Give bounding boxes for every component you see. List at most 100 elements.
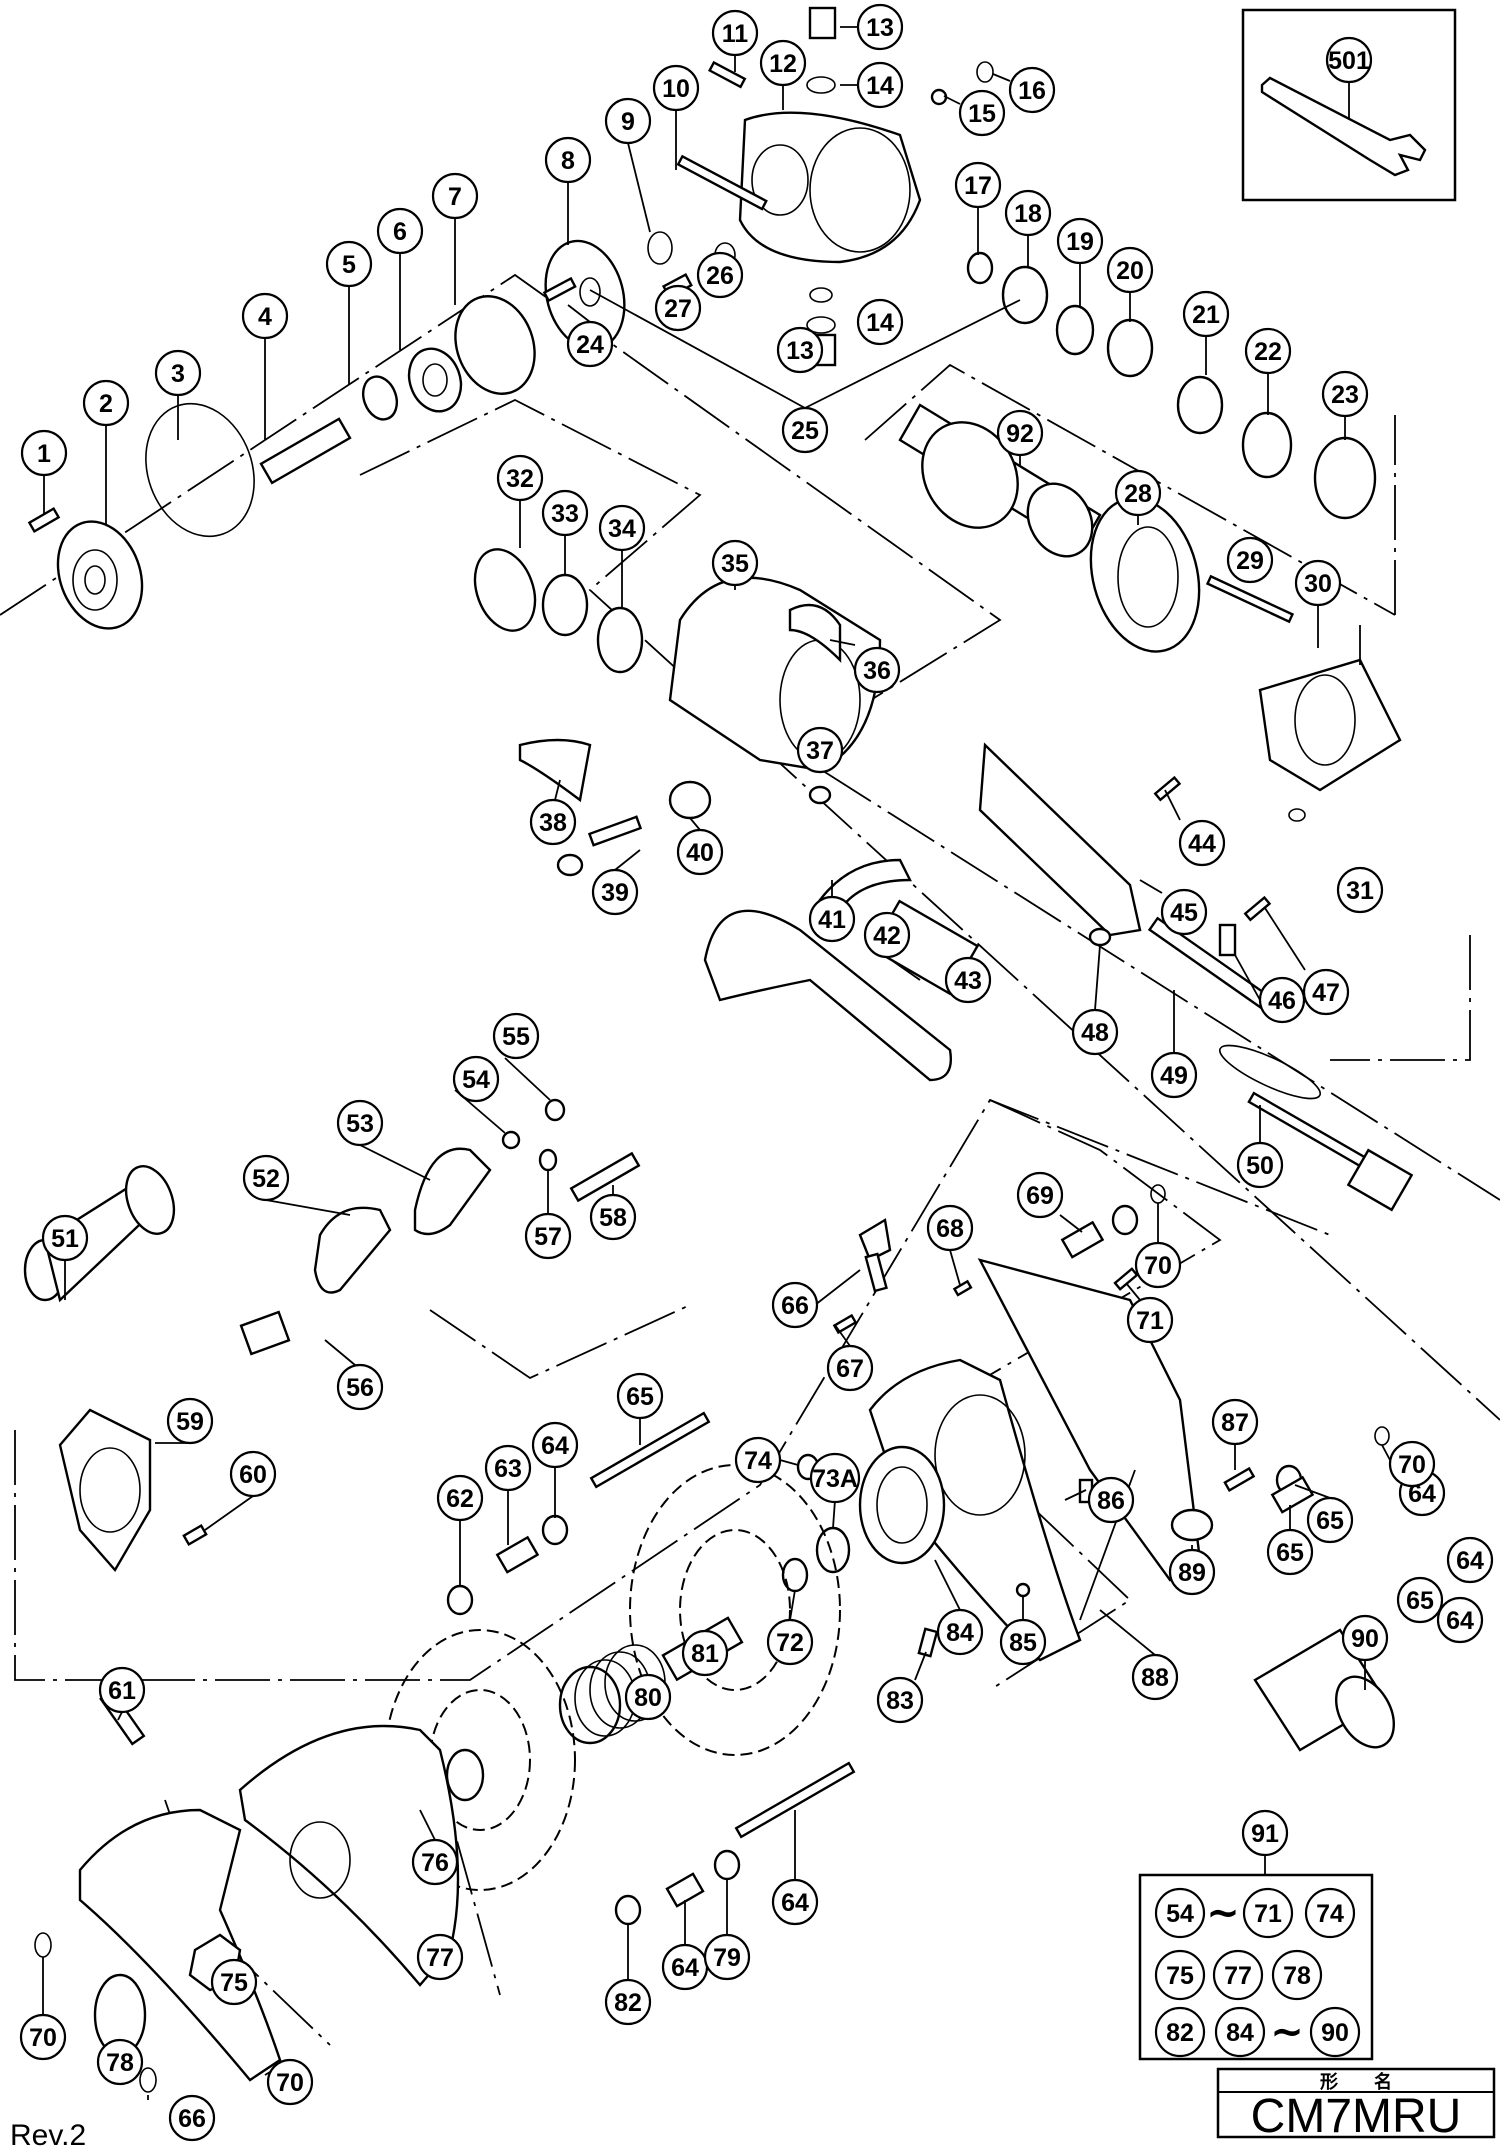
- callout-9[interactable]: 9: [604, 97, 652, 145]
- callout-65[interactable]: 65: [1266, 1528, 1314, 1576]
- callout-1[interactable]: 1: [20, 429, 68, 477]
- set-item[interactable]: 54: [1154, 1887, 1206, 1939]
- callout-23[interactable]: 23: [1321, 370, 1369, 418]
- callout-51[interactable]: 51: [41, 1214, 89, 1262]
- callout-44[interactable]: 44: [1178, 819, 1226, 867]
- callout-52[interactable]: 52: [242, 1154, 290, 1202]
- callout-42[interactable]: 42: [863, 911, 911, 959]
- callout-4[interactable]: 4: [241, 292, 289, 340]
- callout-2[interactable]: 2: [82, 379, 130, 427]
- callout-82[interactable]: 82: [604, 1978, 652, 2026]
- callout-91[interactable]: 91: [1241, 1809, 1289, 1857]
- callout-59[interactable]: 59: [166, 1397, 214, 1445]
- callout-80[interactable]: 80: [624, 1673, 672, 1721]
- callout-38[interactable]: 38: [529, 798, 577, 846]
- callout-56[interactable]: 56: [336, 1363, 384, 1411]
- callout-64[interactable]: 64: [771, 1878, 819, 1926]
- set-item[interactable]: 84: [1214, 2006, 1266, 2058]
- callout-14[interactable]: 14: [856, 61, 904, 109]
- callout-89[interactable]: 89: [1168, 1548, 1216, 1596]
- callout-74[interactable]: 74: [734, 1436, 782, 1484]
- callout-24[interactable]: 24: [566, 320, 614, 368]
- callout-10[interactable]: 10: [652, 64, 700, 112]
- callout-27[interactable]: 27: [654, 284, 702, 332]
- callout-14[interactable]: 14: [856, 298, 904, 346]
- callout-65[interactable]: 65: [1306, 1496, 1354, 1544]
- callout-54[interactable]: 54: [452, 1055, 500, 1103]
- callout-8[interactable]: 8: [544, 136, 592, 184]
- callout-33[interactable]: 33: [541, 489, 589, 537]
- callout-26[interactable]: 26: [696, 251, 744, 299]
- callout-39[interactable]: 39: [591, 868, 639, 916]
- callout-30[interactable]: 30: [1294, 559, 1342, 607]
- callout-81[interactable]: 81: [681, 1629, 729, 1677]
- callout-78[interactable]: 78: [96, 2038, 144, 2086]
- callout-70[interactable]: 70: [266, 2058, 314, 2106]
- callout-64[interactable]: 64: [1446, 1536, 1494, 1584]
- callout-43[interactable]: 43: [944, 956, 992, 1004]
- set-item[interactable]: 82: [1154, 2006, 1206, 2058]
- callout-62[interactable]: 62: [436, 1474, 484, 1522]
- callout-15[interactable]: 15: [958, 89, 1006, 137]
- callout-85[interactable]: 85: [999, 1618, 1047, 1666]
- callout-55[interactable]: 55: [492, 1012, 540, 1060]
- callout-58[interactable]: 58: [589, 1193, 637, 1241]
- callout-18[interactable]: 18: [1004, 189, 1052, 237]
- callout-13[interactable]: 13: [776, 326, 824, 374]
- callout-86[interactable]: 86: [1087, 1476, 1135, 1524]
- callout-76[interactable]: 76: [411, 1838, 459, 1886]
- callout-45[interactable]: 45: [1160, 888, 1208, 936]
- callout-90[interactable]: 90: [1341, 1614, 1389, 1662]
- callout-53[interactable]: 53: [336, 1099, 384, 1147]
- callout-65[interactable]: 65: [616, 1372, 664, 1420]
- callout-92[interactable]: 92: [996, 409, 1044, 457]
- callout-12[interactable]: 12: [759, 39, 807, 87]
- callout-31[interactable]: 31: [1336, 866, 1384, 914]
- callout-46[interactable]: 46: [1258, 976, 1306, 1024]
- callout-66[interactable]: 66: [771, 1281, 819, 1329]
- callout-77[interactable]: 77: [416, 1933, 464, 1981]
- callout-34[interactable]: 34: [598, 504, 646, 552]
- callout-87[interactable]: 87: [1211, 1398, 1259, 1446]
- callout-69[interactable]: 69: [1016, 1171, 1064, 1219]
- callout-67[interactable]: 67: [826, 1344, 874, 1392]
- set-item[interactable]: 78: [1271, 1949, 1323, 2001]
- callout-25[interactable]: 25: [781, 406, 829, 454]
- set-item[interactable]: 75: [1154, 1949, 1206, 2001]
- callout-57[interactable]: 57: [524, 1212, 572, 1260]
- callout-70[interactable]: 70: [19, 2013, 67, 2061]
- callout-64[interactable]: 64: [1436, 1596, 1484, 1644]
- callout-47[interactable]: 47: [1302, 968, 1350, 1016]
- callout-84[interactable]: 84: [936, 1608, 984, 1656]
- callout-3[interactable]: 3: [154, 349, 202, 397]
- callout-83[interactable]: 83: [876, 1676, 924, 1724]
- set-item[interactable]: 71: [1242, 1887, 1294, 1939]
- callout-68[interactable]: 68: [926, 1204, 974, 1252]
- callout-20[interactable]: 20: [1106, 246, 1154, 294]
- callout-28[interactable]: 28: [1114, 469, 1162, 517]
- callout-7[interactable]: 7: [431, 172, 479, 220]
- callout-50[interactable]: 50: [1236, 1141, 1284, 1189]
- callout-72[interactable]: 72: [766, 1618, 814, 1666]
- callout-35[interactable]: 35: [711, 539, 759, 587]
- callout-73a[interactable]: 73A: [809, 1452, 861, 1504]
- callout-61[interactable]: 61: [98, 1666, 146, 1714]
- callout-32[interactable]: 32: [496, 454, 544, 502]
- callout-5[interactable]: 5: [325, 240, 373, 288]
- callout-19[interactable]: 19: [1056, 217, 1104, 265]
- callout-49[interactable]: 49: [1150, 1051, 1198, 1099]
- callout-88[interactable]: 88: [1131, 1653, 1179, 1701]
- callout-36[interactable]: 36: [853, 646, 901, 694]
- callout-22[interactable]: 22: [1244, 327, 1292, 375]
- callout-66[interactable]: 66: [168, 2094, 216, 2142]
- callout-13[interactable]: 13: [856, 3, 904, 51]
- set-item[interactable]: 77: [1212, 1949, 1264, 2001]
- callout-60[interactable]: 60: [229, 1450, 277, 1498]
- callout-37[interactable]: 37: [796, 726, 844, 774]
- callout-501[interactable]: 501: [1325, 36, 1373, 84]
- set-item[interactable]: 90: [1309, 2006, 1361, 2058]
- callout-21[interactable]: 21: [1182, 290, 1230, 338]
- callout-11[interactable]: 11: [711, 9, 759, 57]
- callout-40[interactable]: 40: [676, 828, 724, 876]
- callout-16[interactable]: 16: [1008, 66, 1056, 114]
